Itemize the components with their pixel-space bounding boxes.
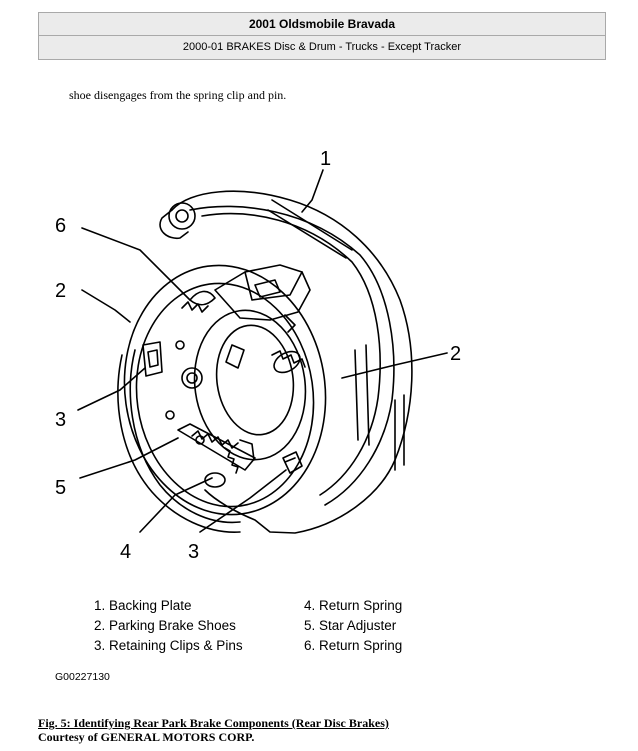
figure-caption: Fig. 5: Identifying Rear Park Brake Comp… — [38, 716, 389, 744]
return-spring-top — [189, 290, 216, 306]
leader-6 — [81, 227, 191, 301]
callout-1: 1 — [320, 148, 331, 170]
caption-title: Fig. 5: Identifying Rear Park Brake Comp… — [38, 716, 389, 730]
callout-6: 6 — [55, 215, 66, 237]
leader-2-right — [341, 352, 448, 379]
legend-item: 5. Star Adjuster — [304, 618, 397, 633]
header-title: 2001 Oldsmobile Bravada — [39, 13, 605, 36]
leader-4 — [139, 477, 213, 533]
leader-3-left — [77, 367, 146, 411]
callout-3-left: 3 — [55, 409, 66, 431]
legend-item: 2. Parking Brake Shoes — [94, 618, 236, 633]
legend-item: 6. Return Spring — [304, 638, 402, 653]
legend-item: 3. Retaining Clips & Pins — [94, 638, 243, 653]
callout-3-bottom: 3 — [188, 541, 199, 563]
brake-illustration: 1 6 2 2 3 5 4 3 1. Backing Plate 2. Park… — [55, 148, 461, 683]
star-adjuster — [177, 423, 256, 471]
figure-id: G00227130 — [55, 671, 110, 683]
brake-figure: 1 6 2 2 3 5 4 3 1. Backing Plate 2. Park… — [40, 140, 600, 700]
leader-3-bottom — [199, 469, 287, 533]
header-subtitle: 2000-01 BRAKES Disc & Drum - Trucks - Ex… — [182, 41, 462, 53]
retaining-clip-bottom — [282, 451, 303, 474]
mounting-ear — [168, 202, 196, 230]
body-text: shoe disengages from the spring clip and… — [69, 88, 287, 102]
callout-5: 5 — [55, 477, 66, 499]
top-anchor — [214, 264, 311, 321]
hub — [193, 309, 307, 461]
callout-2-left: 2 — [55, 280, 66, 302]
legend-item: 1. Backing Plate — [94, 598, 192, 613]
leader-1 — [301, 169, 324, 213]
caption-courtesy: Courtesy of GENERAL MOTORS CORP. — [38, 730, 255, 744]
legend-item: 4. Return Spring — [304, 598, 402, 613]
leader-2-left — [81, 289, 131, 323]
retaining-clip-left — [142, 341, 163, 377]
leader-5 — [79, 437, 179, 479]
callout-4: 4 — [120, 541, 131, 563]
callout-2-right: 2 — [450, 343, 461, 365]
backing-plate-outline — [171, 190, 413, 534]
page-header: 2001 Oldsmobile Bravada 2000-01 BRAKES D… — [38, 12, 606, 60]
brake-shoe-ring-outer — [123, 264, 327, 516]
